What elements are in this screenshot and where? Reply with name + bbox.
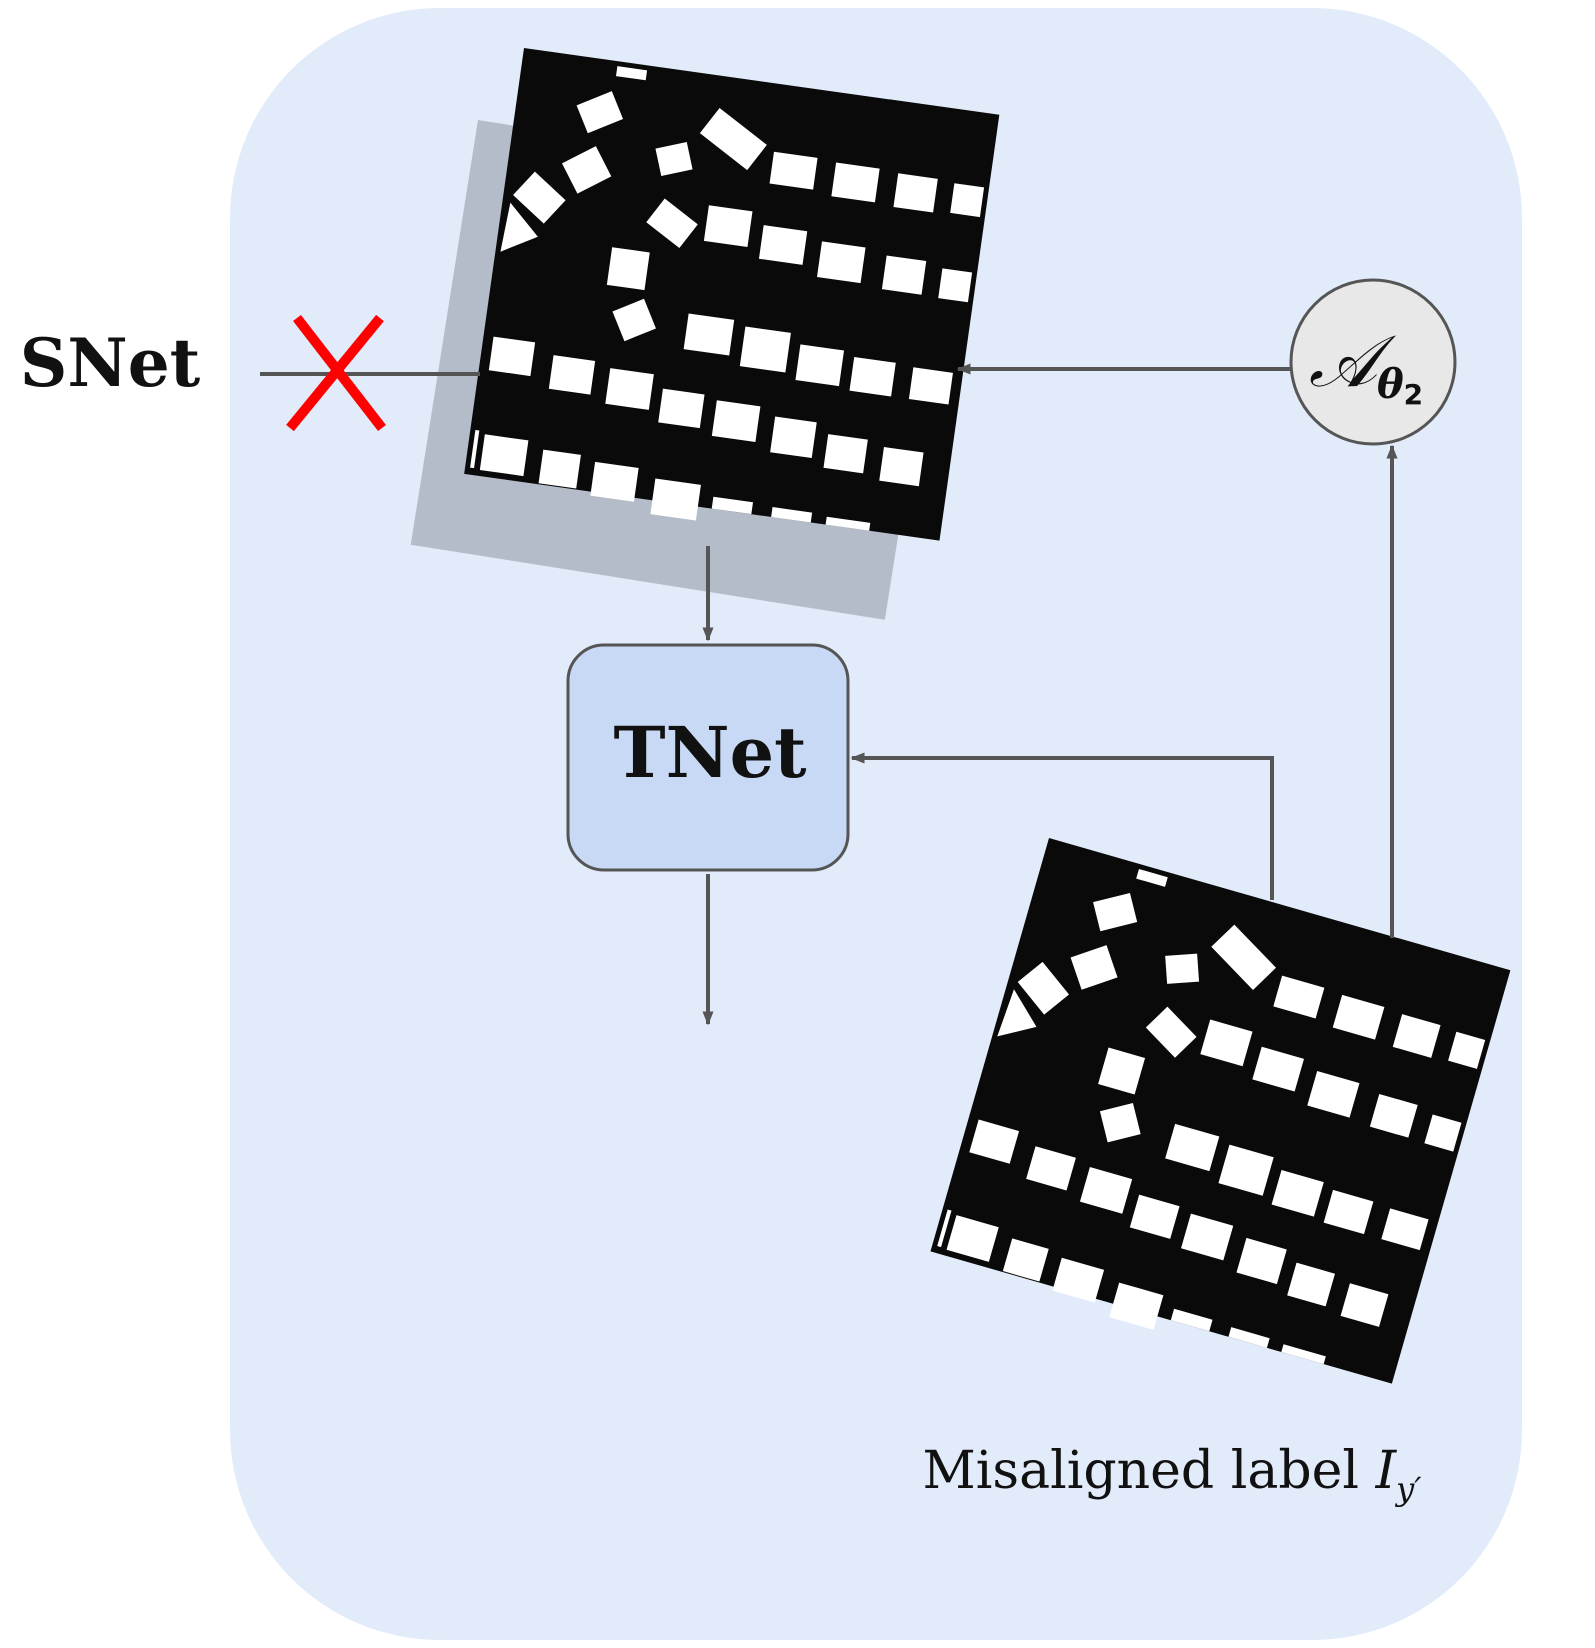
caption-variable: I — [1375, 1441, 1398, 1501]
caption-text: Misaligned label — [923, 1441, 1376, 1501]
tnet-label: TNet — [614, 711, 807, 794]
caption-subscript: y′ — [1394, 1470, 1422, 1508]
transform-subscript: θ — [1377, 361, 1404, 408]
transform-node-label: 𝒜θ2 — [1309, 319, 1423, 411]
transform-subscript-index: 2 — [1404, 378, 1423, 411]
snet-label: SNet — [20, 324, 201, 402]
misaligned-label-caption: Misaligned label Iy′ — [923, 1441, 1423, 1508]
transformed-label-image — [462, 48, 1000, 555]
tnet-box — [566, 643, 850, 872]
blocked-cross-icon — [286, 314, 386, 432]
transform-node — [1289, 278, 1457, 446]
label-to-tnet-arrow — [850, 752, 1274, 900]
